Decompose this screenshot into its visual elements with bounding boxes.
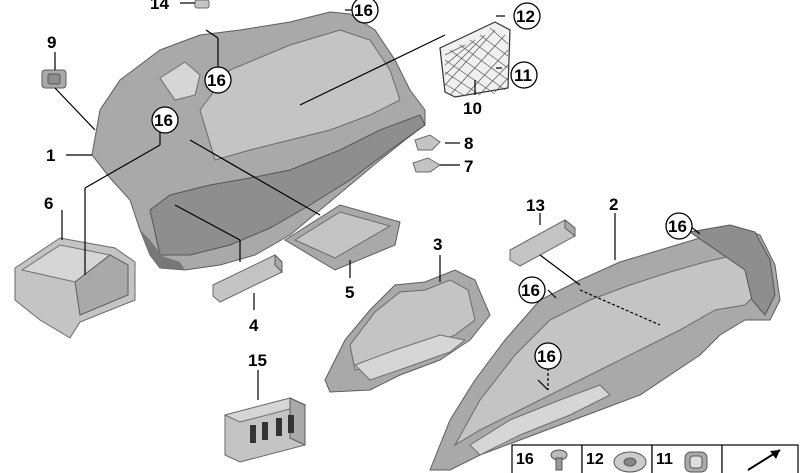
callout-8: 8 [464, 134, 473, 153]
legend-strip: 16 12 11 [511, 444, 799, 473]
callout-16-e: 16 [521, 281, 540, 300]
callout-9: 9 [47, 33, 56, 52]
part-7-clip [412, 157, 441, 173]
part-15-box [223, 397, 307, 463]
part-4-cover-strip [212, 253, 283, 303]
legend-label-12: 12 [586, 451, 604, 468]
part-3-side-trim [324, 269, 491, 393]
part-14-clip [194, 0, 210, 9]
circled-callouts: 16 16 16 12 11 16 16 16 [151, 0, 693, 370]
part-6-storage-tray [14, 237, 136, 339]
callout-numbers: 1 9 14 6 10 8 7 5 4 3 13 2 15 [44, 0, 618, 370]
callout-14: 14 [150, 0, 169, 13]
callout-15: 15 [248, 351, 267, 370]
callout-16-f: 16 [537, 347, 556, 366]
callout-16-c: 16 [354, 1, 373, 20]
arrow-icon [747, 449, 781, 471]
callout-1: 1 [46, 146, 55, 165]
legend-cell-arrow [721, 444, 799, 473]
callout-16-d: 16 [668, 217, 687, 236]
part-2-right-side-trim-panel [429, 224, 781, 471]
legend-cell-16 [511, 444, 583, 473]
legend-label-11: 11 [656, 451, 673, 468]
callout-4: 4 [249, 316, 259, 335]
callout-5: 5 [345, 283, 354, 302]
callout-6: 6 [44, 194, 53, 213]
callout-13: 13 [526, 196, 545, 215]
callout-16-b: 16 [154, 111, 173, 130]
leader-lines [54, 2, 701, 400]
legend-sleeve-icon [684, 451, 708, 473]
callout-10: 10 [463, 99, 482, 118]
part-8-clip [414, 134, 441, 151]
part-13-cover [509, 218, 576, 267]
callout-16-a: 16 [207, 71, 226, 90]
callout-3: 3 [433, 235, 442, 254]
legend-label-16: 16 [516, 451, 534, 468]
legend-ring-icon [613, 451, 647, 473]
part-10-net [439, 21, 511, 98]
callout-7: 7 [464, 157, 473, 176]
legend-clip-icon [550, 449, 568, 471]
part-5-floor-tray [284, 204, 401, 271]
part-9-clip [41, 69, 67, 89]
callout-11-ring: 11 [514, 66, 532, 85]
callout-2: 2 [609, 195, 618, 214]
callout-12-ring: 12 [516, 7, 535, 26]
